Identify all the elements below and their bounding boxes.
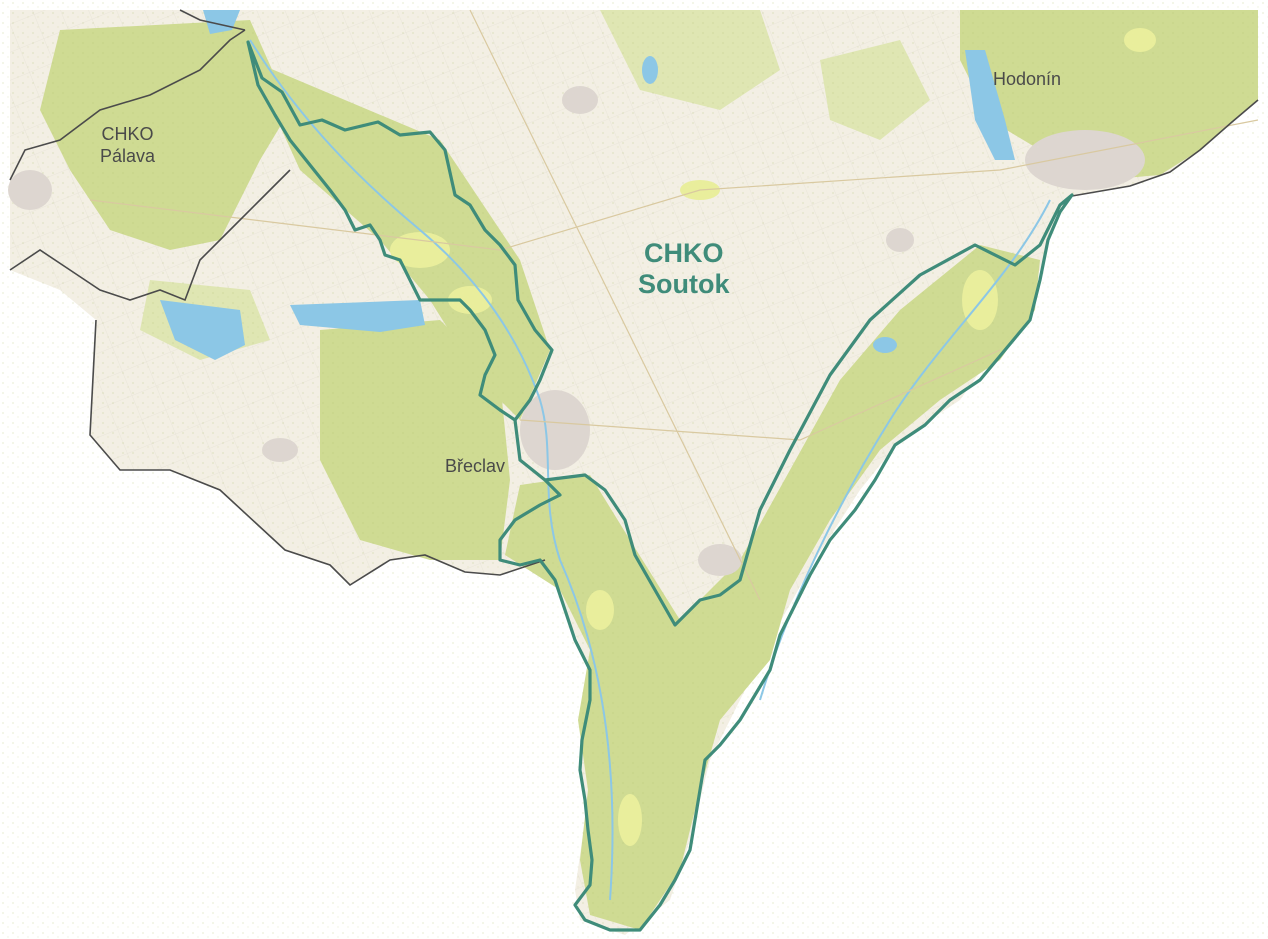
chko-palava-label: CHKO Pálava [100,123,155,167]
chko-soutok-label-line2: Soutok [638,269,730,299]
chko-palava-label-line1: CHKO [101,124,154,144]
breclav-label: Břeclav [445,456,506,476]
meadow-patches [390,28,1156,846]
roads [89,9,1259,601]
chko-soutok-label-line1: CHKO [644,238,724,268]
admin-boundary [9,9,1259,587]
urban-areas [8,86,1145,576]
chko-soutok-boundary [246,40,554,422]
chko-soutok-label: CHKO Soutok [638,238,730,300]
hodonin-label: Hodonín [993,69,1062,89]
chko-soutok-boundary-south [498,193,1074,932]
chko-palava-label-line2: Pálava [100,146,156,166]
water-bodies [160,10,1015,360]
